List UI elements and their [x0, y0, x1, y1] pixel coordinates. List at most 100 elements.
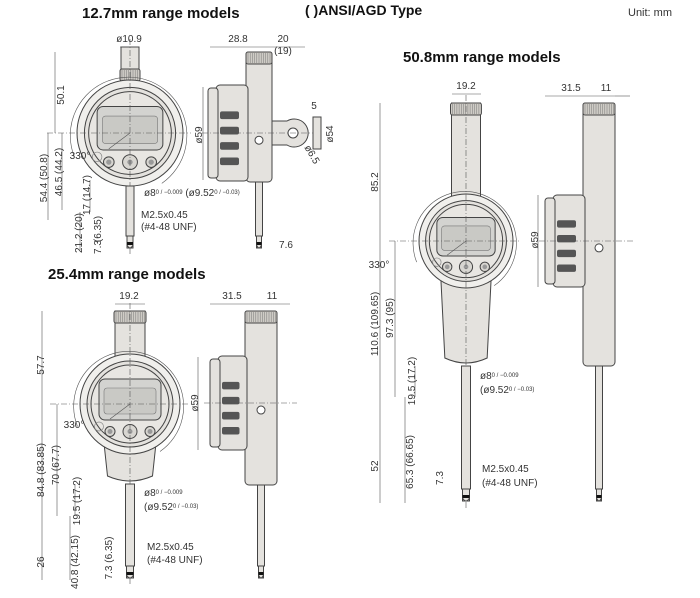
- spindle: [257, 484, 265, 567]
- contact-point-tip: [462, 497, 470, 502]
- case-rib: [557, 249, 576, 258]
- contact-point-band: [256, 242, 262, 245]
- thread-ansi-label: (#4-48 UNF): [482, 478, 538, 489]
- dim-height-b: 70 (67.7): [51, 444, 62, 486]
- spindle: [125, 483, 135, 567]
- thread-label: M2.5x0.45: [482, 464, 529, 475]
- side-column: [244, 310, 278, 486]
- origin-button: [94, 421, 104, 432]
- case-rib: [557, 220, 576, 228]
- dim-tip: 7.3 (6.35): [104, 536, 115, 580]
- dim-depth: 31.5: [222, 291, 242, 302]
- section-title-50-8: 50.8mm range models: [403, 49, 561, 66]
- origin-button: [92, 151, 103, 162]
- dim-spindle-len: 19.5 (17.2): [72, 476, 83, 526]
- dim-bezel-dia: ø59: [530, 231, 541, 249]
- dim-tip-b: 7.3: [93, 240, 104, 254]
- angle-line: [447, 240, 467, 256]
- case-rib: [222, 396, 240, 405]
- dim-lug-offset-ansi: (19): [274, 46, 292, 57]
- dim-tip-a: (6.35): [93, 215, 104, 243]
- dim-bezel-dia: ø59: [190, 394, 201, 412]
- case-rib: [220, 157, 239, 166]
- contact-point-tip: [596, 497, 602, 502]
- case-rib: [557, 264, 576, 272]
- ansi-note: ( )ANSI/AGD Type: [305, 2, 423, 18]
- thread-ansi-label: (#4-48 UNF): [141, 222, 197, 233]
- dim-spindle-dia-ansi: (ø9.520 / −0.03): [480, 386, 534, 396]
- spindle-dia-ansi: (ø9.52: [144, 502, 173, 513]
- dim-lug-thick: 5: [311, 101, 317, 112]
- dim-top-height: 50.1: [56, 85, 67, 105]
- contact-point-band: [127, 242, 133, 245]
- angle-label: 330°: [69, 151, 91, 162]
- dim-stroke-b: 65.3 (66.65): [405, 435, 416, 489]
- button-center: [444, 264, 450, 270]
- spindle: [255, 181, 263, 237]
- lug-section: [312, 116, 322, 150]
- spindle-dia-value: ø8: [144, 188, 156, 199]
- dim-spindle-len: 17 (14.7): [82, 174, 93, 216]
- thread-ansi-label: (#4-48 UNF): [147, 555, 203, 566]
- origin-button: [432, 257, 442, 267]
- dim-back: 11: [600, 83, 612, 94]
- dim-spindle-dia-ansi: (ø9.520 / −0.03): [144, 503, 198, 513]
- button-center: [107, 429, 113, 434]
- rotation-arc: [73, 351, 184, 452]
- case-rib: [220, 111, 239, 120]
- thread-label: M2.5x0.45: [147, 542, 194, 553]
- dim-stem-dia: ø10.9: [116, 34, 142, 45]
- contact-point-band: [258, 572, 264, 575]
- button-center: [127, 429, 133, 434]
- spindle-tol-ansi: 0 / −0.03): [172, 504, 199, 511]
- dim-bezel-dia: ø59: [194, 126, 205, 144]
- grip-body: [439, 264, 493, 364]
- contact-point-band: [126, 572, 134, 575]
- button-center: [463, 264, 469, 270]
- spindle-tol-ansi: 0 / −0.03): [508, 387, 535, 394]
- dim-spindle-dia: ø80 / −0.009: [144, 489, 183, 499]
- keyhole: [254, 135, 264, 145]
- contact-point-tip: [126, 574, 134, 579]
- spindle: [595, 365, 603, 490]
- angle-label: 330°: [63, 420, 85, 431]
- dim-top-height: 57.7: [36, 355, 47, 375]
- spindle-tol: 0 / −0.009: [155, 190, 183, 197]
- spindle-dia-value: ø8: [144, 488, 156, 499]
- button-center: [106, 159, 112, 165]
- spindle-tol: 0 / −0.009: [155, 490, 183, 497]
- rotation-arc: [70, 76, 188, 184]
- section-title-25-4: 25.4mm range models: [48, 266, 206, 283]
- spindle: [461, 365, 471, 490]
- dim-spindle-len: 19.5 (17.2): [407, 356, 418, 406]
- keyhole: [594, 243, 604, 253]
- button-center: [147, 429, 153, 434]
- keyhole: [256, 405, 266, 415]
- button-center: [148, 159, 154, 165]
- contact-point-band: [596, 495, 602, 498]
- dim-height-b: 46.5 (44.2): [54, 147, 65, 197]
- spindle: [125, 185, 135, 237]
- thread-label: M2.5x0.45: [141, 210, 188, 221]
- dim-top-height: 85.2: [370, 172, 381, 192]
- dim-tip-offset: 7.6: [279, 240, 293, 251]
- dim-depth: 31.5: [561, 83, 581, 94]
- section-title-12-7: 12.7mm range models: [82, 5, 240, 22]
- dim-stroke-a: 26: [36, 556, 47, 568]
- dim-height-a: 54.4 (50.8): [39, 153, 50, 203]
- knurled-cap: [244, 310, 278, 324]
- knurled-cap: [582, 102, 616, 116]
- contact-point-tip: [126, 244, 134, 249]
- spindle-tol-ansi: 0 / −0.03): [214, 190, 240, 197]
- dim-lug-dia: ø54: [325, 125, 336, 143]
- dim-height-a: 84.8 (83.85): [36, 443, 47, 497]
- contact-point-tip: [258, 574, 264, 579]
- case-rib: [220, 142, 239, 150]
- dim-back: 11: [266, 291, 278, 302]
- dim-stroke-a: 52: [370, 460, 381, 472]
- case-rib: [557, 235, 576, 243]
- case-rib: [220, 126, 239, 135]
- button-center: [482, 264, 488, 270]
